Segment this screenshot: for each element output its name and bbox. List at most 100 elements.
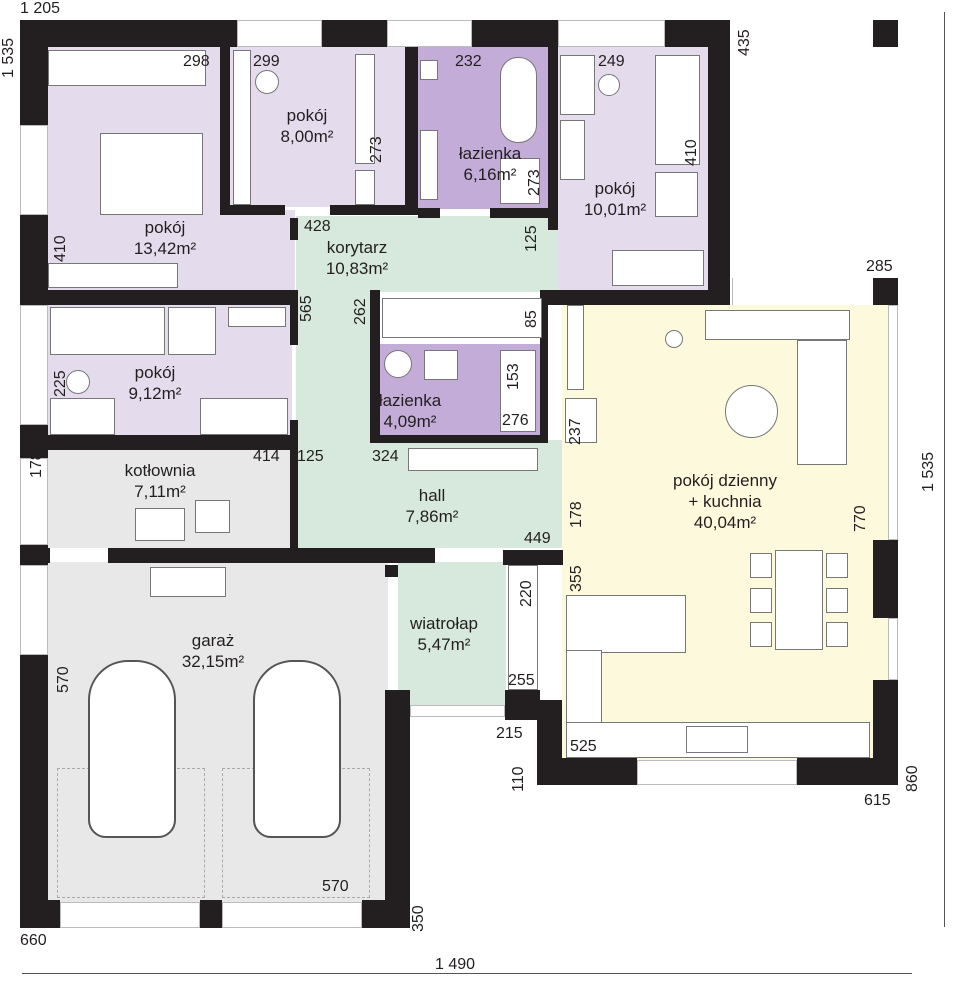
dim: 276 xyxy=(502,412,529,429)
dim-line-bottom xyxy=(22,973,912,974)
wall xyxy=(548,47,558,230)
furniture-item xyxy=(48,263,178,288)
wall xyxy=(797,758,898,785)
wall xyxy=(385,565,398,577)
furniture-item: pokój xyxy=(144,218,186,237)
dim: 565 xyxy=(298,295,315,322)
room-corridor xyxy=(296,216,558,292)
dim: 273 xyxy=(368,136,385,163)
dim-right-total: 1 535 xyxy=(920,451,937,492)
wall xyxy=(505,690,540,720)
window xyxy=(410,705,505,717)
furniture-item xyxy=(567,305,584,390)
dim: 660 xyxy=(20,932,47,949)
dim: 449 xyxy=(524,530,551,547)
wall xyxy=(503,550,563,565)
furniture-item xyxy=(420,60,438,80)
dim: 615 xyxy=(864,792,891,809)
furniture-item xyxy=(355,54,375,164)
dim: 435 xyxy=(736,29,753,56)
dim: 298 xyxy=(183,53,210,70)
furniture-item xyxy=(750,588,772,613)
furniture-item xyxy=(228,307,286,327)
furniture-item: łazienka xyxy=(378,391,442,410)
furniture-item: wiatrołap xyxy=(409,614,479,633)
coffee-table xyxy=(725,385,778,438)
furniture-item xyxy=(565,398,597,443)
car-icon xyxy=(88,660,176,838)
dim: 860 xyxy=(904,765,921,792)
furniture-item xyxy=(797,340,847,465)
furniture-item: korytarz xyxy=(326,238,388,257)
wall xyxy=(490,208,558,218)
wall xyxy=(405,47,418,215)
wall xyxy=(330,205,418,215)
dim: 428 xyxy=(304,218,331,235)
furniture-item: 8,00m² xyxy=(280,127,334,146)
dim: 125 xyxy=(297,448,324,465)
dim: 125 xyxy=(523,225,540,252)
furniture-item: garaż xyxy=(191,631,235,650)
furniture-item xyxy=(195,500,230,533)
wall xyxy=(548,290,708,305)
room-vestibule xyxy=(398,562,506,710)
window xyxy=(888,618,898,680)
furniture-item xyxy=(560,120,585,180)
furniture-item: łazienka xyxy=(458,144,522,163)
furniture-item xyxy=(508,565,538,690)
wall xyxy=(220,47,230,212)
furniture-item xyxy=(135,508,185,541)
furniture-item xyxy=(655,55,700,165)
room-bedroom-1342-ext xyxy=(220,210,295,292)
dim: 355 xyxy=(568,565,585,592)
furniture-item: 10,01m² xyxy=(583,200,647,219)
furniture-item xyxy=(48,50,206,86)
dim: 285 xyxy=(866,258,893,275)
wall xyxy=(537,700,562,785)
furniture-item xyxy=(598,74,620,96)
furniture-item: pokój xyxy=(134,363,176,382)
furniture-item: 32,15m² xyxy=(181,652,245,671)
dim: 178 xyxy=(568,501,585,528)
window xyxy=(60,902,200,928)
dim: 249 xyxy=(598,53,625,70)
window xyxy=(732,278,873,305)
furniture-item xyxy=(826,622,848,647)
furniture-item: pokój xyxy=(594,179,636,198)
furniture-item xyxy=(384,350,412,378)
dim: 220 xyxy=(518,580,535,607)
furniture-item: 9,12m² xyxy=(128,384,182,403)
room-label-bedroom-1001: pokój 10,01m² xyxy=(584,178,646,220)
dim: 262 xyxy=(352,298,369,325)
furniture-item xyxy=(655,172,698,217)
furniture-item: + kuchnia xyxy=(688,492,762,511)
furniture-item xyxy=(560,55,595,115)
wall xyxy=(385,690,410,928)
dim: 525 xyxy=(570,738,597,755)
window xyxy=(20,565,48,655)
room-corridor-ext xyxy=(296,290,372,450)
furniture-item: 5,47m² xyxy=(417,635,471,654)
wall xyxy=(540,290,548,442)
dim: 178 xyxy=(28,451,45,478)
furniture-item xyxy=(200,398,288,435)
furniture-item xyxy=(612,250,704,286)
wall xyxy=(220,205,285,215)
furniture-item xyxy=(50,398,115,435)
window xyxy=(888,305,898,540)
dim: 410 xyxy=(683,139,700,166)
wall xyxy=(200,900,222,928)
furniture-item xyxy=(500,158,540,204)
wall xyxy=(108,548,435,563)
dim: 324 xyxy=(372,448,399,465)
dim: 350 xyxy=(410,905,427,932)
room-label-bedroom-912: pokój 9,12m² xyxy=(129,362,182,404)
wall xyxy=(290,420,298,548)
furniture-item xyxy=(66,370,90,394)
wall xyxy=(20,548,50,563)
furniture-item xyxy=(150,567,226,597)
furniture-item xyxy=(826,553,848,578)
